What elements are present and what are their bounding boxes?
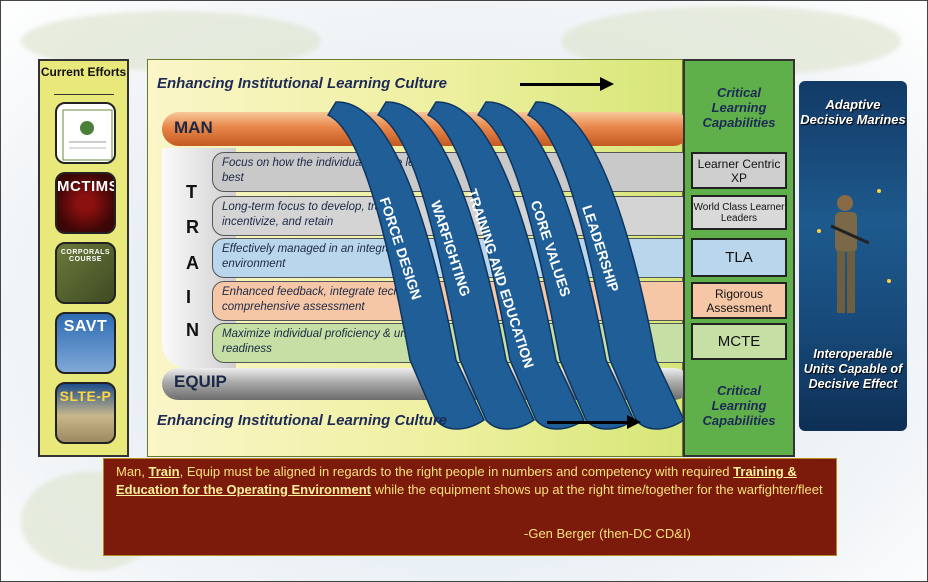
ribbon-band <box>526 101 684 430</box>
row-text: Maximize individual proficiency & unit r… <box>222 328 413 355</box>
train-letter: I <box>186 287 192 307</box>
capability-box: Rigorous Assessment <box>691 282 787 319</box>
capabilities-panel: Critical Learning Capabilities Learner C… <box>683 59 795 457</box>
arrow-head-icon <box>600 77 614 91</box>
effort-mctims: MCTIMS <box>55 172 116 234</box>
culture-heading-top: Enhancing Institutional Learning Culture <box>157 75 448 92</box>
quote-text: Man, Train, Equip must be aligned in reg… <box>116 463 828 499</box>
quote-part: while the equipment shows up at the righ… <box>370 482 823 497</box>
effort-label: CORPORALS COURSE <box>60 249 111 263</box>
document-thumbnail <box>55 102 116 164</box>
quote-part: Man, <box>116 464 149 479</box>
marine-soldier-icon <box>817 189 891 313</box>
train-letter: T <box>186 182 197 202</box>
outcome-bottom: Interoperable Units Capable of Decisive … <box>803 347 903 391</box>
effort-savt: SAVT <box>55 312 116 374</box>
capability-box: Learner Centric XP <box>691 152 787 189</box>
ribbon-band <box>326 101 485 430</box>
man-label: MAN <box>174 118 213 137</box>
capability-box: MCTE <box>691 323 787 360</box>
outcome-top: Adaptive Decisive Marines <box>800 97 906 127</box>
ribbon-band <box>426 101 585 430</box>
quote-author: -Gen Berger (then-DC CD&I) <box>524 526 691 541</box>
effort-label: MCTIMS <box>57 178 116 195</box>
culture-heading-bottom: Enhancing Institutional Learning Culture <box>157 412 448 429</box>
effort-corporals-course: CORPORALS COURSE <box>55 242 116 304</box>
capabilities-title-bottom: Critical Learning Capabilities <box>702 383 776 428</box>
effort-slte-p: SLTE-P <box>55 382 116 444</box>
row-text: Long-term focus to develop, track, incen… <box>222 201 396 228</box>
ribbon-band <box>476 101 635 430</box>
effort-label: SAVT <box>63 318 108 335</box>
quote-part: , Equip must be aligned in regards to th… <box>179 464 734 479</box>
current-efforts-panel: Current Efforts MCTIMS CORPORALS COURSE … <box>38 59 129 457</box>
outcomes-panel: Adaptive Decisive Marines Interoperable … <box>799 81 907 431</box>
divider <box>54 94 114 95</box>
effort-label: SLTE-P <box>59 388 112 404</box>
arrow-right-icon <box>547 421 629 424</box>
train-letter: R <box>186 217 199 237</box>
eagle-globe-anchor-icon <box>62 109 113 161</box>
capability-box: World Class Learner Leaders <box>691 195 787 230</box>
train-letter: A <box>186 253 199 273</box>
quote-box: Man, Train, Equip must be aligned in reg… <box>103 458 837 556</box>
train-letter: N <box>186 320 199 340</box>
arrow-head-icon <box>627 415 641 429</box>
row-text: Enhanced feedback, integrate tech compre… <box>222 286 400 313</box>
current-efforts-title: Current Efforts <box>40 65 127 79</box>
ribbon-band <box>376 101 535 430</box>
quote-emphasis: Train <box>148 464 180 479</box>
equip-label: EQUIP <box>174 372 227 391</box>
capability-box: TLA <box>691 238 787 277</box>
main-diagram-panel: Enhancing Institutional Learning Culture… <box>147 59 690 457</box>
arrow-right-icon <box>520 83 602 86</box>
quote-emphasis: Training & Education for the Operating E… <box>116 464 797 497</box>
row-text: Effectively managed in an integrated env… <box>222 243 409 270</box>
capabilities-title-top: Critical Learning Capabilities <box>702 85 776 130</box>
